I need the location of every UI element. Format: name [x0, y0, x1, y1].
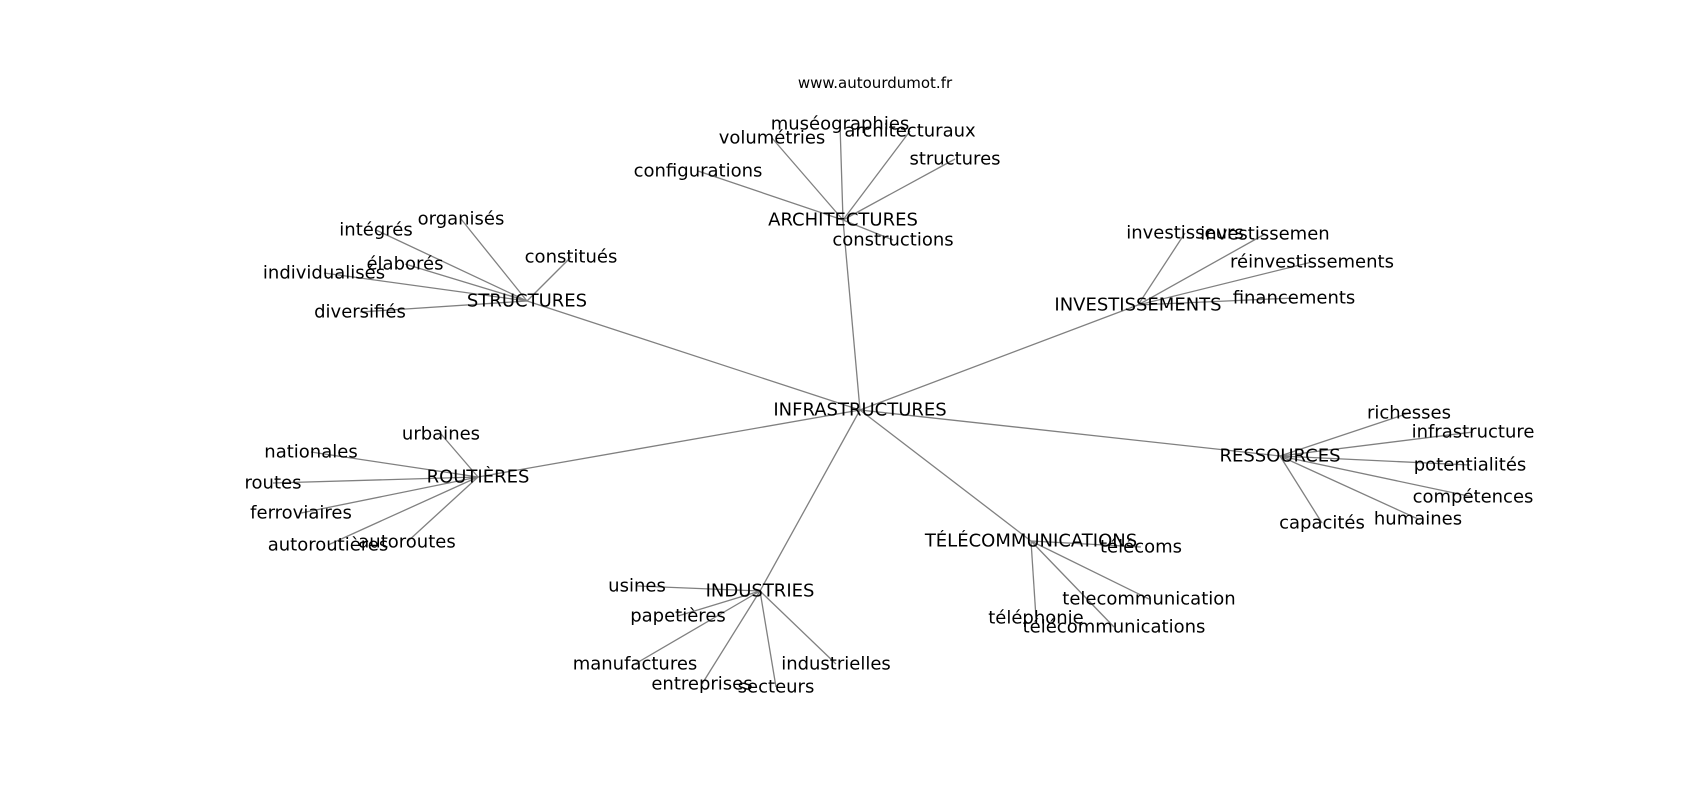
word-node-elabores: élaborés [366, 254, 443, 275]
edge-architectures-museographies [839, 123, 844, 221]
word-node-papetieres: papetières [630, 606, 726, 627]
edge-structures-individualises [323, 272, 528, 302]
word-node-diversifies: diversifiés [314, 302, 406, 323]
group-node-structures: STRUCTURES [467, 291, 587, 312]
word-node-constitues: constitués [525, 247, 618, 268]
word-node-nationales: nationales [264, 442, 357, 463]
word-node-investisseurs: investisseurs [1126, 223, 1244, 244]
edge-center-investissements [859, 304, 1139, 411]
edge-structures-diversifies [359, 300, 528, 313]
edge-architectures-constructions [842, 219, 894, 241]
edge-telecommunications-telecommunication [1030, 540, 1150, 600]
word-node-telephonie: téléphonie [988, 608, 1084, 629]
edge-routieres-autoroutes [406, 476, 479, 543]
edge-architectures-configurations [697, 170, 844, 221]
edge-industries-usines [636, 585, 761, 592]
word-node-organises: organisés [418, 209, 505, 230]
edge-industries-industrielles [759, 590, 837, 665]
word-node-manufactures: manufactures [573, 654, 698, 675]
edge-center-telecommunications [859, 409, 1032, 542]
edge-routieres-routes [272, 476, 479, 484]
edge-industries-secteurs [759, 590, 777, 688]
word-node-routes: routes [245, 473, 302, 494]
edge-center-architectures [842, 219, 861, 411]
edge-center-routieres [477, 409, 861, 478]
word-node-architecturaux: architecturaux [844, 121, 976, 142]
word-node-volumetries: volumétries [719, 128, 826, 149]
edge-center-industries [759, 409, 861, 592]
edge-structures-constitues [526, 256, 572, 302]
edge-ressources-humaines [1279, 455, 1419, 520]
source-watermark: www.autourdumot.fr [798, 74, 953, 92]
word-node-richesses: richesses [1367, 403, 1451, 424]
word-node-autoroutieres: autoroutières [268, 535, 389, 556]
edge-center-ressources [859, 409, 1281, 457]
word-node-usines: usines [608, 576, 666, 597]
group-node-telecommunications: TÉLÉCOMMUNICATIONS [924, 530, 1137, 552]
edge-investissements-financements [1137, 297, 1295, 306]
edge-telecommunications-telecommunications [1030, 540, 1115, 628]
edge-industries-entreprises [701, 590, 761, 685]
word-node-entreprises: entreprises [651, 674, 752, 695]
edge-telecommunications-telecoms [1030, 540, 1142, 548]
group-node-routieres: ROUTIÈRES [427, 466, 530, 488]
center-node-label: INFRASTRUCTURES [773, 400, 946, 421]
edge-investissements-investissemen [1137, 233, 1266, 306]
edge-routieres-nationales [310, 451, 479, 478]
edge-routieres-urbaines [440, 433, 479, 478]
word-node-capacites: capacités [1279, 513, 1365, 534]
group-node-investissements: INVESTISSEMENTS [1054, 295, 1221, 316]
word-node-configurations: configurations [634, 161, 763, 182]
word-node-autoroutes: autoroutes [358, 532, 455, 553]
group-node-ressources: RESSOURCES [1219, 446, 1340, 467]
edge-ressources-capacites [1279, 455, 1323, 524]
word-node-potentialites: potentialités [1414, 455, 1527, 476]
edge-investissements-reinvestissements [1137, 261, 1313, 306]
edge-architectures-architecturaux [842, 130, 911, 221]
word-node-individualises: individualisés [263, 263, 385, 284]
group-node-architectures: ARCHITECTURES [768, 210, 918, 231]
word-node-integres: intégrés [339, 220, 412, 241]
word-node-structures: structures [909, 149, 1000, 170]
edge-architectures-volumetries [771, 137, 844, 221]
word-node-telecoms: télécoms [1100, 537, 1182, 558]
edge-routieres-autoroutieres [327, 476, 479, 546]
edge-ressources-potentialites [1279, 455, 1471, 466]
word-node-telecommunication: telecommunication [1062, 589, 1235, 610]
edge-ressources-competences [1279, 455, 1474, 498]
edge-investissements-investisseurs [1137, 232, 1186, 306]
edge-structures-organises [460, 218, 528, 302]
edge-ressources-richesses [1279, 412, 1410, 457]
word-node-ferroviaires: ferroviaires [250, 503, 352, 524]
group-node-industries: INDUSTRIES [706, 581, 815, 602]
edge-center-structures [526, 300, 861, 411]
word-node-competences: compétences [1413, 487, 1534, 508]
word-node-reinvestissements: réinvestissements [1230, 252, 1394, 273]
edge-architectures-structures [842, 158, 956, 221]
word-node-investissemen: investissemen [1200, 224, 1329, 245]
word-node-humaines: humaines [1374, 509, 1462, 530]
word-node-infrastructure: infrastructure [1412, 422, 1535, 443]
edge-routieres-ferroviaires [300, 476, 479, 514]
edge-structures-integres [375, 229, 528, 302]
word-node-constructions: constructions [832, 230, 953, 251]
edge-industries-papetieres [677, 590, 761, 617]
word-node-industrielles: industrielles [781, 654, 891, 675]
edges [272, 123, 1474, 688]
edge-industries-manufactures [634, 590, 761, 665]
word-node-urbaines: urbaines [402, 424, 480, 445]
word-node-financements: financements [1233, 288, 1356, 309]
word-node-telecommunications: télécommunications [1023, 617, 1206, 638]
edge-structures-elabores [404, 263, 528, 302]
word-node-secteurs: secteurs [738, 677, 815, 698]
edge-telecommunications-telephonie [1030, 540, 1037, 619]
word-node-museographies: muséographies [771, 114, 910, 135]
edge-ressources-infrastructure [1279, 431, 1474, 457]
